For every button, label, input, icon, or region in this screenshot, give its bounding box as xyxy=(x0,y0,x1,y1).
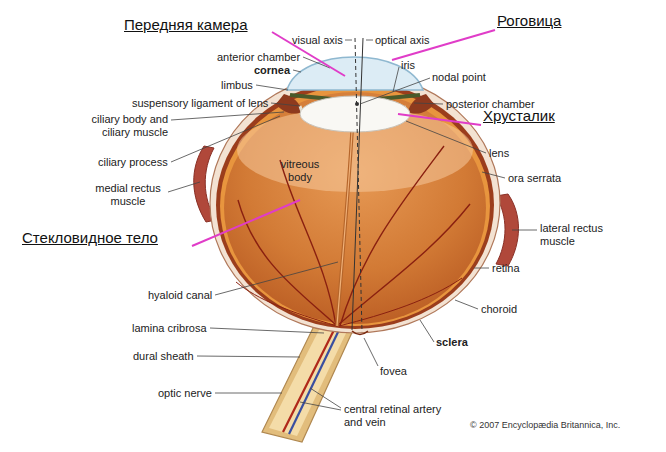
retinal-vessels xyxy=(238,200,337,326)
leader-lines xyxy=(393,67,399,92)
part-label: dural sheath xyxy=(133,350,194,363)
highlight-label: Передняя камера xyxy=(124,16,248,34)
leader-lines xyxy=(300,402,341,410)
retinal-vessels xyxy=(339,278,462,326)
leader-lines xyxy=(215,262,338,295)
part-label: lateral rectus muscle xyxy=(540,222,612,248)
leader-lines xyxy=(414,103,443,104)
highlight-pointers xyxy=(192,30,495,246)
optic-nerve xyxy=(269,328,348,436)
hyaloid-canal-core xyxy=(337,132,352,326)
part-label: fovea xyxy=(380,365,407,378)
sclera xyxy=(210,73,500,333)
highlight-label: Хрусталик xyxy=(483,107,555,125)
part-label: ciliary body and ciliary muscle xyxy=(68,113,168,139)
leader-lines xyxy=(168,40,537,410)
choroid xyxy=(216,81,494,329)
highlight-label: Роговица xyxy=(497,12,561,30)
part-label: lamina cribrosa xyxy=(132,322,207,335)
part-label: lens xyxy=(489,147,509,160)
leader-lines xyxy=(360,78,430,104)
part-label: choroid xyxy=(481,303,517,316)
part-label: central retinal artery and vein xyxy=(344,403,462,429)
leader-lines xyxy=(455,300,478,309)
leader-lines xyxy=(512,230,537,231)
leader-lines xyxy=(406,121,486,153)
hyaloid-canal xyxy=(337,132,352,326)
optical-axis xyxy=(352,38,363,330)
part-label: optical axis xyxy=(375,34,429,47)
part-label: retina xyxy=(492,262,520,275)
part-label: ora serrata xyxy=(508,172,561,185)
cornea xyxy=(287,57,423,90)
lens xyxy=(300,96,410,132)
leader-lines xyxy=(366,40,373,41)
leader-lines xyxy=(293,70,301,72)
highlight-pointers xyxy=(398,114,481,125)
leader-lines xyxy=(171,116,280,162)
leader-lines xyxy=(271,103,300,106)
optic-nerve xyxy=(283,330,334,432)
leader-lines xyxy=(482,172,505,178)
leader-lines xyxy=(197,356,300,357)
part-label: cornea xyxy=(254,64,290,77)
optic-nerve xyxy=(289,330,339,434)
leader-lines xyxy=(210,328,324,333)
nodal-point xyxy=(355,102,359,106)
part-label: iris xyxy=(401,59,415,72)
leader-lines xyxy=(256,85,288,90)
part-label: optic nerve xyxy=(158,387,212,400)
leader-lines xyxy=(168,182,200,192)
leader-lines xyxy=(171,112,284,120)
retinal-vessels xyxy=(236,282,337,326)
leader-lines xyxy=(364,338,378,366)
retina xyxy=(220,86,490,326)
fovea-pit xyxy=(352,331,368,335)
part-label: visual axis xyxy=(292,34,343,47)
highlight-pointers xyxy=(192,200,300,246)
optic-nerve xyxy=(262,326,354,442)
part-label: ciliary process xyxy=(98,156,168,169)
leader-lines xyxy=(345,40,352,41)
optic-nerve xyxy=(262,326,354,442)
retinal-vessels xyxy=(337,204,470,326)
part-label: hyaloid canal xyxy=(148,289,212,302)
leader-lines xyxy=(215,393,282,394)
part-label: suspensory ligament of lens xyxy=(132,97,268,110)
part-label: medial rectus muscle xyxy=(88,182,168,208)
highlight-label: Стекловидное тело xyxy=(22,229,158,247)
vitreous-body xyxy=(224,92,486,324)
part-label: anterior chamber xyxy=(217,51,300,64)
retinal-vessels xyxy=(280,160,336,326)
part-label: sclera xyxy=(436,336,468,349)
part-label: vitreous body xyxy=(270,158,330,184)
copyright-note: © 2007 Encyclopædia Britannica, Inc. xyxy=(470,420,620,431)
part-label: nodal point xyxy=(432,71,486,84)
leader-lines xyxy=(420,320,434,342)
leader-lines xyxy=(474,268,489,269)
part-label: limbus xyxy=(221,79,253,92)
